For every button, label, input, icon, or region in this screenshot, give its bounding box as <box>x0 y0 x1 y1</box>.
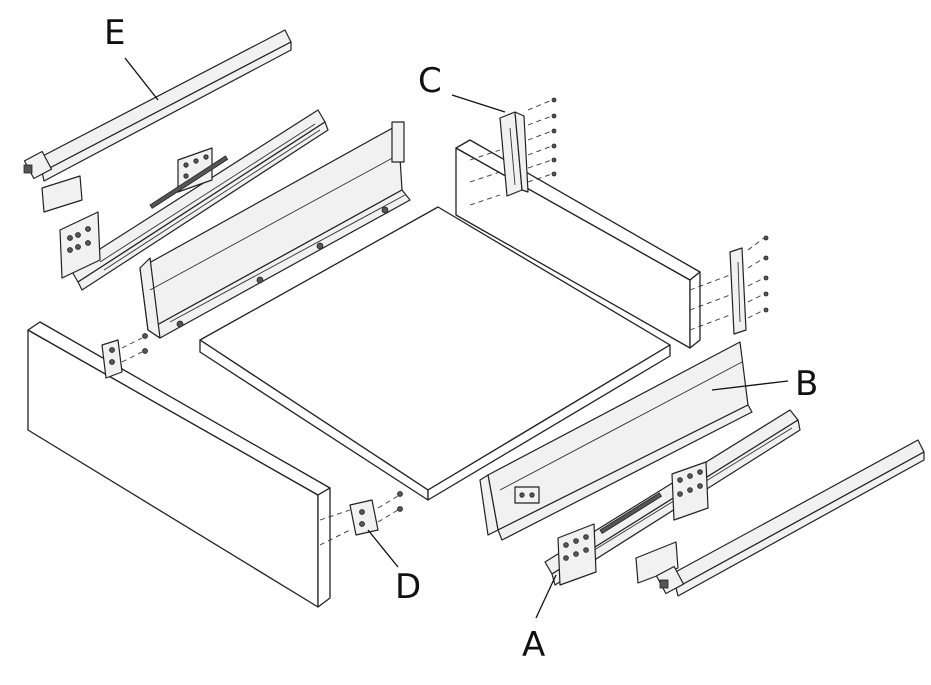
screws-back-left <box>469 97 557 206</box>
drawer-side-left <box>139 121 411 339</box>
leader-line-c <box>451 94 506 113</box>
stabilizer-rod-lower <box>655 439 925 597</box>
callout-c: C <box>418 61 442 101</box>
leader-line-d <box>367 529 399 568</box>
callout-e: E <box>104 13 125 53</box>
back-bracket-left <box>499 111 529 197</box>
runner-left <box>59 109 329 291</box>
callout-a: A <box>522 625 545 665</box>
leader-line-e <box>124 57 159 101</box>
clip-label-lower <box>635 541 679 584</box>
callout-b: B <box>795 364 818 404</box>
front-bracket-upper <box>101 333 148 379</box>
bottom-panel <box>199 206 671 501</box>
leader-line-b <box>711 380 789 391</box>
stabilizer-rod-upper <box>23 29 292 182</box>
runner-right <box>544 409 801 586</box>
drawer-side-right <box>479 341 753 541</box>
front-panel <box>27 321 331 608</box>
callout-d: D <box>395 567 421 607</box>
clip-label-upper <box>41 175 83 213</box>
back-bracket-right <box>689 235 769 335</box>
front-bracket-lower <box>319 491 403 546</box>
leader-line-a <box>535 574 557 619</box>
